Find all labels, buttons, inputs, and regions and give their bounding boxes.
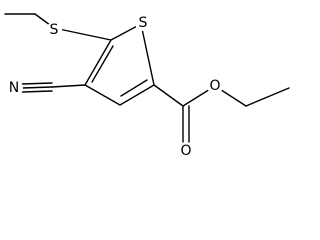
bond-ch2-ch3 [245, 87, 290, 107]
bond-c2-c3 [119, 84, 155, 106]
atom-bg-nitrogen-nitrile [5, 79, 23, 97]
bond-c3-c4 [84, 84, 121, 106]
atom-sulfur-ring: S [139, 15, 148, 31]
atom-bg-sulfur-ring [135, 15, 151, 31]
atom-bg-sulfur-methylthio [46, 22, 62, 38]
atom-nitrogen-nitrile: N [9, 80, 19, 96]
bond-c4-c5-double [91, 45, 114, 83]
atom-sulfur-methylthio: S [50, 22, 59, 38]
bond-s1-c2 [140, 23, 155, 86]
bond-c4-cn [51, 84, 86, 88]
atom-oxygen-carbonyl: O [180, 143, 191, 159]
bond-c2-c3-double [120, 79, 148, 97]
atom-bg-oxygen-ester [207, 78, 223, 94]
bond-c4-c5 [84, 39, 112, 86]
bond-sme-c5 [53, 27, 112, 41]
bond-cn-triple-2 [21, 82, 53, 85]
bond-cn-triple-1 [21, 86, 53, 89]
atom-oxygen-ester: O [209, 78, 220, 94]
bond-c2-carbonyl-c [153, 84, 184, 107]
bond-cn-triple-3 [21, 90, 53, 93]
atom-bg-oxygen-carbonyl [178, 143, 194, 159]
chemical-structure: S S N O O [4, 13, 290, 159]
